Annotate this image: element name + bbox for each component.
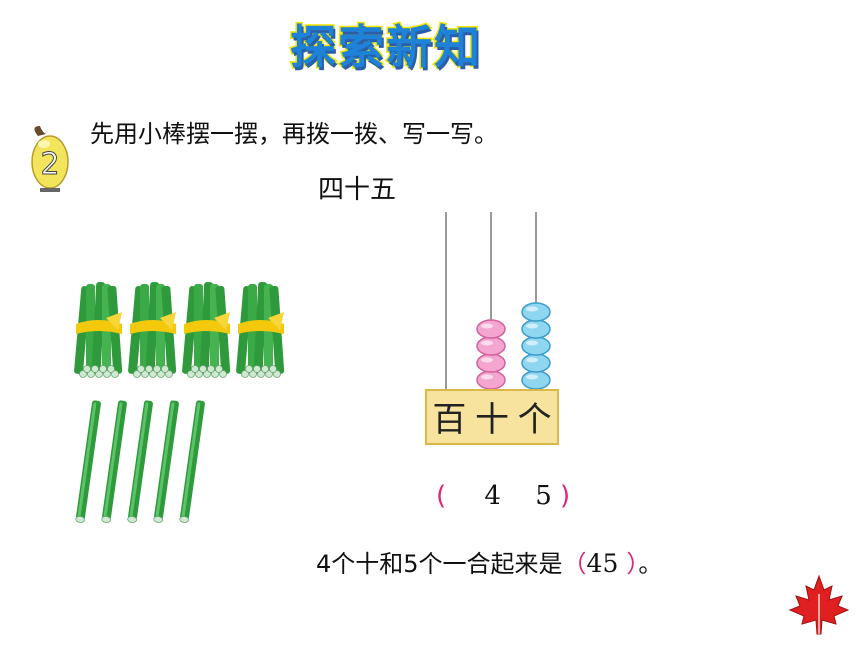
ones-bead-highlight — [526, 374, 538, 380]
maple-leaf-icon — [788, 574, 850, 635]
ten-bundle — [127, 281, 177, 378]
ones-label: 个 — [517, 399, 552, 440]
tens-bead-highlight — [481, 357, 493, 363]
tens-digit: 4 — [484, 481, 501, 511]
place-labels: 百 十 个 — [428, 392, 556, 440]
ones-bead — [521, 302, 551, 322]
close-paren: ) — [560, 481, 571, 511]
ones-bead-highlight — [526, 357, 538, 363]
tens-bead — [476, 353, 506, 373]
tens-bead — [476, 370, 506, 390]
ones-bead-highlight — [526, 306, 538, 312]
tens-label: 十 — [474, 399, 509, 440]
answer-line: ( 4 5 ) — [436, 478, 570, 514]
sentence-open-paren: （ — [562, 550, 587, 578]
exercise-number: 2 — [40, 147, 59, 182]
ones-digit: 5 — [535, 481, 552, 511]
ones-beads — [521, 302, 551, 390]
ones-bead-highlight — [526, 340, 538, 346]
ones-bead — [521, 336, 551, 356]
single-stick — [74, 399, 102, 524]
tens-bead — [476, 336, 506, 356]
hundreds-label: 百 — [432, 399, 467, 440]
single-stick — [178, 399, 206, 524]
instruction-text: 先用小棒摆一摆，再拨一拨、写一写。 — [90, 120, 498, 148]
single-stick — [126, 399, 154, 524]
ten-bundle — [73, 281, 123, 378]
single-stick — [152, 399, 180, 524]
ones-bead — [521, 353, 551, 373]
tens-beads — [476, 319, 506, 390]
sentence-prefix: 4个十和5个一合起来是 — [316, 550, 563, 578]
ones-bead — [521, 319, 551, 339]
counting-sticks-illustration — [73, 281, 285, 524]
sentence-close-paren: ） — [626, 550, 639, 578]
exercise-number-badge: 2 — [31, 126, 69, 192]
tens-bead-highlight — [481, 323, 493, 329]
open-paren: ( — [436, 481, 447, 511]
page-title: 探索新知 — [289, 19, 482, 76]
tens-bead — [476, 319, 506, 339]
sentence-suffix: 。 — [638, 550, 663, 578]
single-stick — [100, 399, 128, 524]
tens-bead-highlight — [481, 340, 493, 346]
summary-sentence: 4个十和5个一合起来是（45）。 — [316, 546, 662, 582]
abacus — [425, 212, 559, 445]
ones-bead-highlight — [526, 323, 538, 329]
ten-bundle — [235, 281, 285, 378]
number-word: 四十五 — [318, 175, 397, 205]
sentence-answer: 45 — [586, 549, 619, 578]
abacus-frame — [425, 389, 559, 445]
ten-bundle — [181, 281, 231, 378]
ones-bead — [521, 370, 551, 390]
tens-bead-highlight — [481, 374, 493, 380]
